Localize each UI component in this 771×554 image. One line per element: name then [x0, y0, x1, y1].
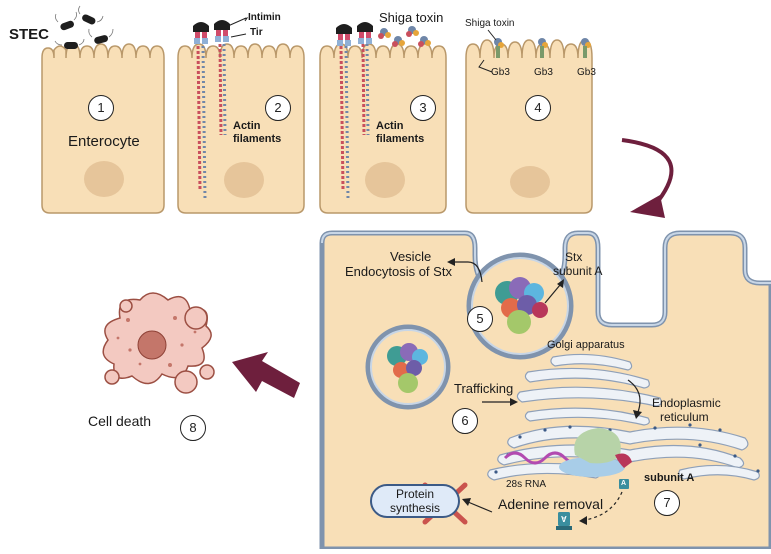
actin-label-cell2-line1: Actin — [233, 120, 261, 132]
vesicle-label-line2: Endocytosis of Stx — [345, 264, 452, 279]
stx-complex — [495, 277, 548, 334]
step-8-badge: 8 — [180, 415, 206, 441]
step-4-badge: 4 — [525, 95, 551, 121]
adenine-removal-label: Adenine removal — [498, 496, 604, 512]
er-label-line1: Endoplasmic — [652, 396, 721, 410]
released-adenine — [556, 512, 572, 530]
nucleus — [224, 162, 264, 198]
actin-filaments — [196, 43, 370, 201]
stx-subunit-label-line2: subunit A — [553, 264, 603, 278]
actin-label-cell3-line1: Actin — [376, 120, 404, 132]
actin-label-cell3-line2: filaments — [376, 133, 425, 145]
released-adenine-mark: A — [561, 514, 567, 523]
enterocyte-label: Enterocyte — [68, 133, 140, 150]
step-6-badge: 6 — [452, 408, 478, 434]
actin-label-cell2-line2: filaments — [233, 133, 282, 145]
golgi-apparatus — [516, 353, 662, 426]
shiga-toxin-label: Shiga toxin — [379, 10, 444, 25]
shiga-toxin-small-label: Shiga toxin — [465, 18, 515, 29]
shiga-toxin-molecules — [378, 26, 431, 47]
step-7-badge: 7 — [654, 490, 680, 516]
transition-arrowhead — [630, 195, 665, 218]
endocytic-vesicle — [466, 252, 574, 360]
trafficking-vesicle — [365, 324, 451, 410]
protein-synthesis-box: Protein synthesis — [370, 484, 460, 518]
protein-synthesis-line1: Protein — [395, 487, 435, 501]
protein-synthesis-line2: synthesis — [389, 501, 441, 515]
dying-cell — [102, 292, 215, 394]
stx-subunit-a — [615, 453, 632, 468]
enterocyte-cell-2 — [177, 43, 305, 214]
step-5-badge: 5 — [467, 306, 493, 332]
enterocyte-cell-3 — [319, 43, 447, 214]
adenine-marker — [619, 479, 629, 489]
cell-death-arrow — [232, 352, 300, 398]
gb3-label-3: Gb3 — [577, 67, 596, 78]
gb3-label-1: Gb3 — [491, 67, 510, 78]
enterocyte-cell-1 — [41, 43, 165, 214]
large-subunit — [574, 428, 621, 464]
stec-label: STEC — [9, 26, 50, 43]
vesicle-label-line1: Vesicle — [390, 249, 432, 264]
rna-label: 28s RNA — [506, 479, 547, 490]
step-1-badge: 1 — [88, 95, 114, 121]
step-3-badge: 3 — [410, 95, 436, 121]
intimin-label: Intimin — [248, 12, 281, 23]
ribosome-complex — [503, 428, 632, 489]
ribosome-a-mark: A — [621, 480, 627, 487]
nucleus — [365, 162, 405, 198]
transition-arrow — [621, 138, 674, 207]
attached-bacteria — [193, 17, 373, 46]
gb3-label-2: Gb3 — [534, 67, 553, 78]
stx-subunit-label-line1: Stx — [565, 250, 583, 264]
step-2-badge: 2 — [265, 95, 291, 121]
gb3-receptors — [478, 29, 591, 73]
tir-label: Tir — [250, 27, 263, 38]
golgi-label: Golgi apparatus — [547, 339, 625, 351]
nucleus — [84, 161, 124, 197]
er-label-line2: reticulum — [660, 410, 709, 424]
nucleus — [510, 166, 550, 198]
enterocyte-cell-4 — [465, 39, 593, 214]
trafficking-label: Trafficking — [454, 381, 514, 396]
stec-bacteria — [54, 5, 114, 49]
subunit-a-label: subunit A — [644, 472, 695, 484]
cell-death-label: Cell death — [88, 413, 152, 429]
